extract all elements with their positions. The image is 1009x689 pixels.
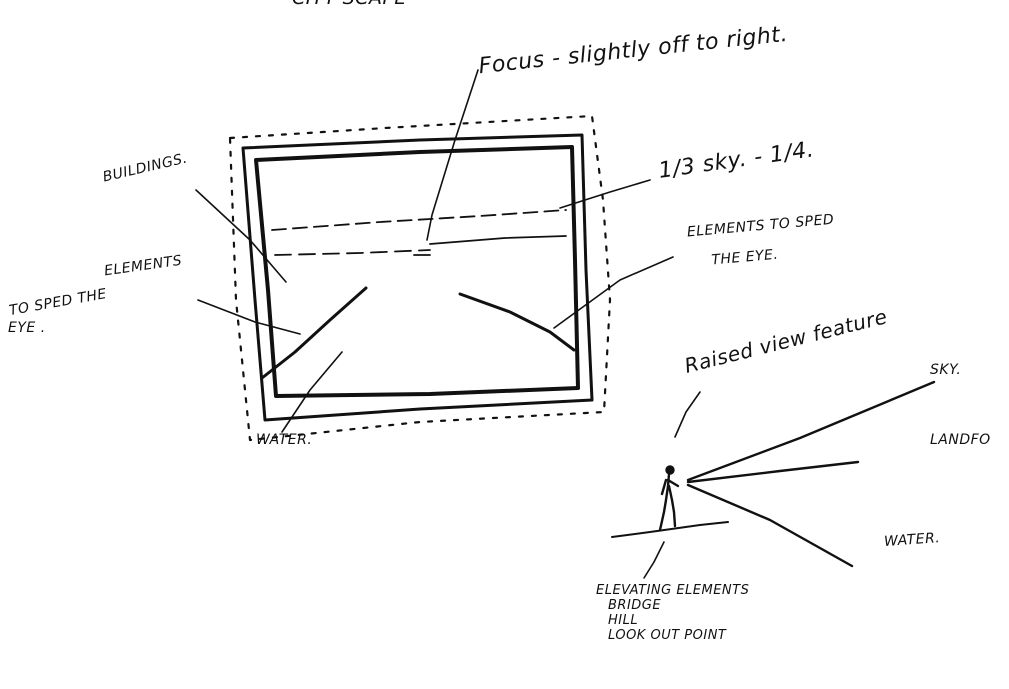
elevating-hill: HILL (608, 612, 639, 628)
raised-view-leader (674, 391, 701, 438)
raised-view-diagram (611, 380, 936, 579)
elevating-bridge: BRIDGE (608, 597, 662, 613)
elevating-leader (643, 541, 665, 579)
elevating-elements-list: ELEVATING ELEMENTS BRIDGE HILL LOOK OUT … (596, 583, 750, 644)
dotted-boundary (228, 114, 612, 442)
picture-frame-outer (241, 133, 594, 422)
landform-label: LANDFO (930, 432, 991, 448)
leader-lines (195, 179, 674, 433)
focus-leader (426, 69, 479, 241)
speed-lines (260, 286, 576, 380)
picture-frame-inner (254, 145, 580, 398)
view-line-water (686, 483, 854, 568)
elements-speed-eye-left: ELEMENTS TO SPED THE EYE . (7, 252, 184, 337)
view-line-landform (686, 460, 860, 484)
horizon-lines (271, 209, 567, 256)
view-line-sky (686, 380, 936, 482)
sky-label: SKY. (930, 362, 962, 378)
elevating-title: ELEVATING ELEMENTS (596, 583, 750, 598)
elevating-lookout: LOOK OUT POINT (608, 627, 727, 643)
water-frame-label: WATER. (256, 432, 313, 448)
top-fragment-text: CITY SCAPE (292, 0, 407, 10)
ground-line (611, 521, 729, 538)
figure-person (658, 465, 680, 532)
